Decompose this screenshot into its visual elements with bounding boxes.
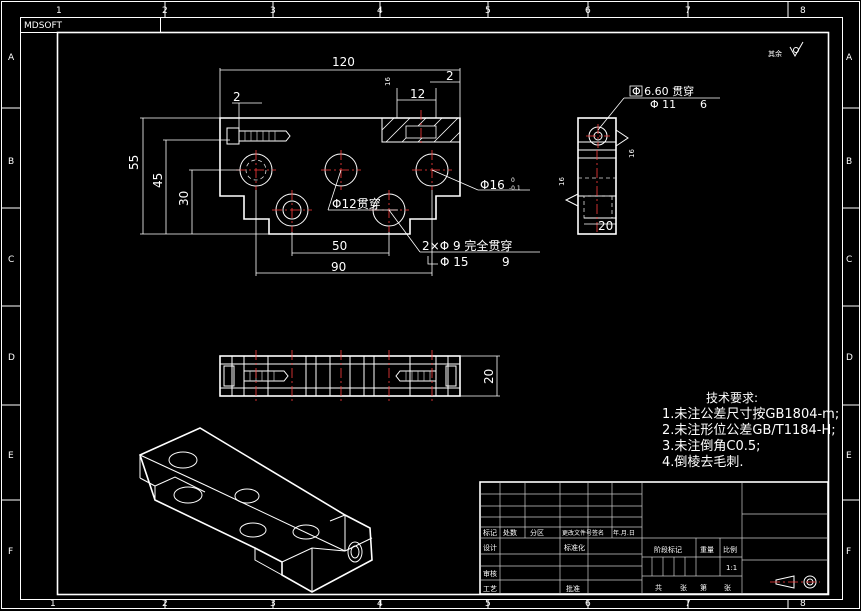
tb-di: 第 — [700, 583, 707, 592]
tb-shenhe: 审核 — [483, 569, 497, 578]
col-3-top: 3 — [270, 6, 276, 16]
row-e-right: E — [846, 451, 852, 461]
col-2-bottom: 2 — [162, 599, 168, 609]
dim-2-left: 2 — [233, 90, 241, 104]
projection-symbol — [770, 575, 820, 589]
dim-30: 30 — [177, 191, 191, 206]
note-phi660: Φ 6.60 贯穿 — [632, 84, 694, 98]
col-3-bottom: 3 — [270, 599, 276, 609]
side-dim-20: 20 — [598, 219, 613, 233]
note-depth6: 6 — [700, 98, 707, 111]
row-b-left: B — [8, 157, 14, 167]
row-e-left: E — [8, 451, 14, 461]
row-c-right: C — [846, 255, 852, 265]
tol-upper: 0 — [511, 177, 515, 184]
dim-12: 12 — [410, 87, 425, 101]
zone-labels: 1 2 3 4 5 6 7 8 1 2 3 4 5 6 7 8 A B C D … — [8, 6, 853, 609]
dim-45: 45 — [151, 173, 165, 188]
top-view: 20 — [219, 350, 500, 402]
tech-item-2: 2.未注形位公差GB/T1184-H; — [662, 423, 836, 438]
drawing-frame — [56, 31, 830, 596]
tb-sheji: 设计 — [483, 543, 497, 552]
tb-fenqu: 分区 — [530, 528, 544, 537]
row-f-right: F — [846, 547, 851, 557]
col-7-top: 7 — [685, 6, 691, 16]
tb-pizhun: 批准 — [566, 584, 580, 593]
note-phi11: Φ 11 — [650, 98, 676, 111]
tb-nianyueri: 年.月.日 — [613, 529, 635, 537]
note-2phi9: 2×Φ 9 完全贯穿 — [422, 238, 512, 253]
front-view: 120 12 2 16 2 55 45 30 50 — [127, 55, 540, 276]
tb-gengai: 更改文件号 — [562, 529, 592, 537]
tb-biaozhunhua: 标准化 — [564, 543, 585, 552]
row-a-left: A — [8, 53, 15, 63]
tb-jieduan: 阶段标记 — [654, 545, 682, 554]
row-f-left: F — [8, 547, 13, 557]
tech-item-1: 1.未注公差尺寸按GB1804-m; — [662, 407, 839, 422]
col-4-bottom: 4 — [377, 599, 383, 609]
tb-zhongliang: 重量 — [700, 546, 714, 554]
tb-gong: 共 — [655, 583, 662, 592]
dim-2-right: 2 — [446, 69, 454, 83]
col-2-top: 2 — [162, 6, 168, 16]
top-dim-20: 20 — [482, 369, 496, 384]
dim-120: 120 — [332, 55, 355, 69]
col-7-bottom: 7 — [685, 599, 691, 609]
tb-gongyi: 工艺 — [483, 585, 497, 593]
note-depth9: 9 — [502, 255, 510, 269]
tol-lower: -0.1 — [509, 185, 521, 192]
row-a-right: A — [846, 53, 853, 63]
zone-frame — [20, 17, 843, 600]
note-phi15: Φ 15 — [440, 255, 469, 269]
dim-50: 50 — [332, 239, 347, 253]
tech-item-3: 3.未注倒角C0.5; — [662, 439, 761, 454]
dim-16-vertical: 16 — [384, 77, 392, 86]
brand-label: MDSOFT — [24, 21, 63, 31]
tech-requirements: 技术要求: 1.未注公差尺寸按GB1804-m; 2.未注形位公差GB/T118… — [662, 391, 839, 470]
row-d-left: D — [8, 353, 15, 363]
side-view: Φ 6.60 贯穿 Φ 11 6 16 16 20 — [558, 84, 720, 235]
side-dim-16b: 16 — [558, 177, 566, 186]
tb-qianming: 签名 — [592, 529, 604, 537]
tech-item-4: 4.倒棱去毛刺. — [662, 454, 744, 470]
dim-55: 55 — [127, 155, 141, 170]
dim-90: 90 — [331, 260, 346, 274]
col-8-bottom: 8 — [800, 599, 806, 609]
side-dim-16: 16 — [628, 149, 636, 158]
col-1-bottom: 1 — [50, 599, 56, 609]
brand-box — [20, 17, 161, 33]
col-6-bottom: 6 — [585, 599, 591, 609]
col-1-top: 1 — [56, 6, 62, 16]
roughness-symbol: 其余 — [768, 41, 804, 58]
isometric-view — [139, 427, 373, 593]
tech-title: 技术要求: — [706, 391, 758, 405]
note-phi12: Φ12贯穿 — [332, 196, 381, 211]
tb-zhang: 张 — [680, 583, 687, 592]
row-b-right: B — [846, 157, 852, 167]
row-d-right: D — [846, 353, 853, 363]
roughness-label: 其余 — [768, 49, 782, 58]
col-8-top: 8 — [800, 6, 806, 16]
col-4-top: 4 — [377, 6, 383, 16]
row-c-left: C — [8, 255, 14, 265]
title-block: 标记 处数 分区 更改文件号 签名 年.月.日 设计 标准化 阶段标记 重量 比… — [479, 481, 829, 595]
tb-chushu: 处数 — [503, 528, 517, 537]
tb-scale: 1:1 — [726, 564, 737, 572]
col-6-top: 6 — [585, 6, 591, 16]
tb-bili: 比例 — [723, 545, 737, 554]
col-5-bottom: 5 — [485, 599, 491, 609]
note-phi16: Φ16 — [480, 178, 505, 192]
col-5-top: 5 — [485, 6, 491, 16]
tb-biaoji: 标记 — [483, 528, 497, 537]
tb-zhang2: 张 — [724, 583, 731, 592]
